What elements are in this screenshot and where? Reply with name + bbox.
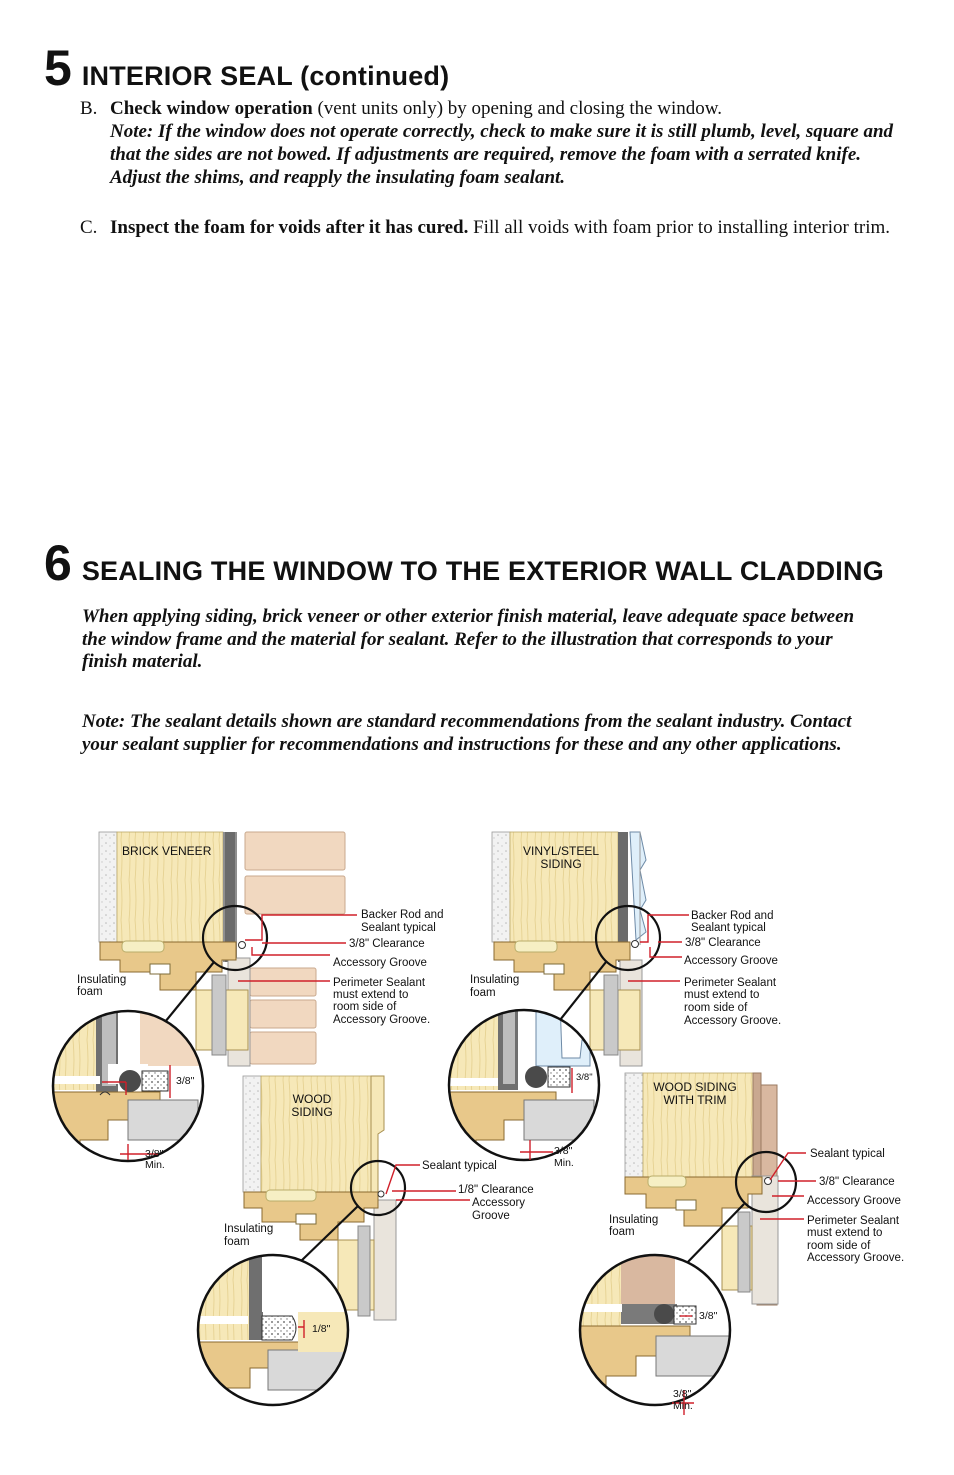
section-6-heading: 6 SEALING THE WINDOW TO THE EXTERIOR WAL… [44,538,884,588]
diagram-title: SIDING [540,857,581,871]
wood-siding-detail [196,1075,407,1407]
perimeter-sealant-label: must extend to [807,1227,882,1239]
insulating-foam-label: Insulating [609,1214,658,1226]
clearance-label: 3/8" Clearance [685,937,761,949]
wood-siding-with-trim-detail [578,1072,798,1407]
step-label: B. [80,98,98,119]
section-number: 5 [44,40,72,96]
section-6-note: Note: The sealant details shown are stan… [82,711,852,755]
clearance-label: 3/8" Clearance [819,1176,895,1188]
dimension-label: Min. [673,1400,693,1412]
dimension-label: 1/8" [312,1323,331,1335]
step-note: Note: If the window does not operate cor… [110,121,894,188]
diagram-title: BRICK VENEER [122,844,212,858]
backer-rod-label: Backer Rod and [361,909,443,921]
diagram-title: WOOD SIDING [653,1080,736,1094]
step-bold-text: Check window operation [110,98,313,119]
insulating-foam-label: foam [224,1236,250,1248]
perimeter-sealant-label: Accessory Groove. [684,1015,781,1027]
perimeter-sealant-label: room side of [807,1240,871,1252]
insulating-foam-label: foam [470,987,496,999]
dimension-label: 3/8" [673,1388,692,1400]
section-5-heading: 5 INTERIOR SEAL (continued) [44,43,449,93]
dimension-label: Min. [554,1157,574,1169]
insulating-foam-label: foam [609,1226,635,1238]
brick-veneer-detail [51,831,346,1163]
insulating-foam-label: Insulating [470,974,519,986]
step-text: Fill all voids with foam prior to instal… [468,217,890,238]
accessory-groove-label: Accessory Groove [333,957,427,969]
accessory-groove-label: Accessory Groove [807,1195,901,1207]
accessory-groove-label: Accessory Groove [684,955,778,967]
perimeter-sealant-label: Perimeter Sealant [807,1215,900,1227]
perimeter-sealant-label: room side of [333,1001,397,1013]
perimeter-sealant-label: must extend to [333,989,408,1001]
perimeter-sealant-label: Accessory Groove. [807,1252,904,1264]
leader-lines [102,914,816,1415]
perimeter-sealant-label: must extend to [684,989,759,1001]
perimeter-sealant-label: Accessory Groove. [333,1014,430,1026]
insulating-foam-label: foam [77,986,103,998]
diagram-title: WOOD [293,1092,332,1106]
step-text: (vent units only) by opening and closing… [312,98,723,119]
accessory-groove-label: Groove [472,1210,510,1222]
insulating-foam-label: Insulating [224,1223,273,1235]
dimension-label: 3/8" [576,1072,593,1083]
perimeter-sealant-label: room side of [684,1002,748,1014]
step-b: B. Check window operation (vent units on… [80,97,900,189]
diagram-title: VINYL/STEEL [523,844,599,858]
section-title: INTERIOR SEAL (continued) [81,61,450,91]
step-bold-text: Inspect the foam for voids after it has … [110,217,469,238]
dimension-label: 3/8" [176,1075,195,1087]
backer-rod-label: Backer Rod and [691,910,773,922]
section-number: 6 [44,535,72,591]
dimension-label: Min. [145,1159,165,1171]
sealant-label: Sealant typical [810,1148,885,1160]
section-6-intro: When applying siding, brick veneer or ot… [82,606,855,672]
dimension-label: 3/8" [145,1148,164,1160]
clearance-label: 1/8" Clearance [458,1184,534,1196]
accessory-groove-label: Accessory [472,1197,525,1209]
backer-rod-label: Sealant typical [691,922,766,934]
sealant-label: Sealant typical [422,1160,497,1172]
step-label: C. [80,217,98,238]
insulating-foam-label: Insulating [77,974,126,986]
dimension-label: 3/8" [554,1145,573,1157]
dimension-label: 3/8" [699,1310,718,1322]
clearance-label: 3/8" Clearance [349,938,425,950]
diagram-title: SIDING [291,1105,332,1119]
section-title: SEALING THE WINDOW TO THE EXTERIOR WALL … [81,556,884,586]
perimeter-sealant-label: Perimeter Sealant [684,977,777,989]
diagram-title: WITH TRIM [663,1093,726,1107]
backer-rod-label: Sealant typical [361,922,436,934]
perimeter-sealant-label: Perimeter Sealant [333,977,426,989]
step-c: C. Inspect the foam for voids after it h… [80,216,900,239]
